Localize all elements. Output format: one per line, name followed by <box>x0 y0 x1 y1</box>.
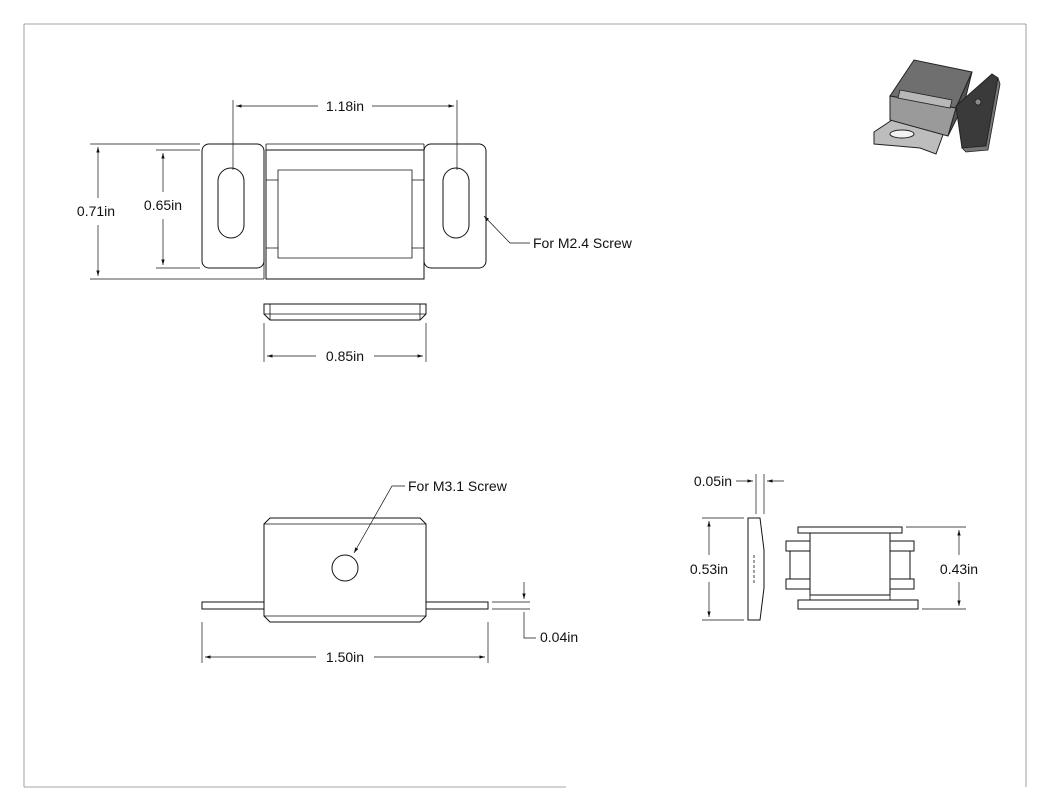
slot-note-label: For M2.4 Screw <box>533 235 633 251</box>
left-slot <box>217 167 245 239</box>
edge-view <box>263 303 427 321</box>
sheet-frame <box>23 23 1027 788</box>
dim-side-body-height: 0.43in <box>906 526 978 610</box>
side-view-body <box>785 526 919 610</box>
dim-front-thickness: 0.04in <box>492 582 578 645</box>
top-height-outer-label: 0.71in <box>77 203 115 219</box>
edge-width-label: 0.85in <box>326 348 364 364</box>
dim-side-plate-height: 0.53in <box>690 517 744 621</box>
dim-top-width: 1.18in <box>232 98 458 170</box>
note-hole: For M3.1 Screw <box>353 478 508 554</box>
dim-edge-width: 0.85in <box>263 323 427 364</box>
isometric-preview <box>873 59 1001 155</box>
screw-hole <box>331 554 359 582</box>
side-body-height-label: 0.43in <box>940 561 978 577</box>
side-view-plate <box>747 517 765 621</box>
front-width-label: 1.50in <box>326 649 364 665</box>
hole-note-label: For M3.1 Screw <box>408 478 508 494</box>
front-view <box>201 517 489 623</box>
note-slot: For M2.4 Screw <box>483 215 633 251</box>
top-height-inner-label: 0.65in <box>144 197 182 213</box>
side-plate-height-label: 0.53in <box>690 561 728 577</box>
dim-top-height-inner: 0.65in <box>144 149 200 269</box>
top-width-label: 1.18in <box>326 98 364 114</box>
dim-front-width: 1.50in <box>201 622 489 665</box>
dim-side-plate-thickness: 0.05in <box>694 473 784 514</box>
dim-top-height-outer: 0.71in <box>77 143 264 280</box>
right-slot <box>442 167 470 239</box>
top-view <box>201 143 487 280</box>
front-thickness-label: 0.04in <box>540 629 578 645</box>
center-body <box>265 149 425 280</box>
side-plate-thickness-label: 0.05in <box>694 473 732 489</box>
